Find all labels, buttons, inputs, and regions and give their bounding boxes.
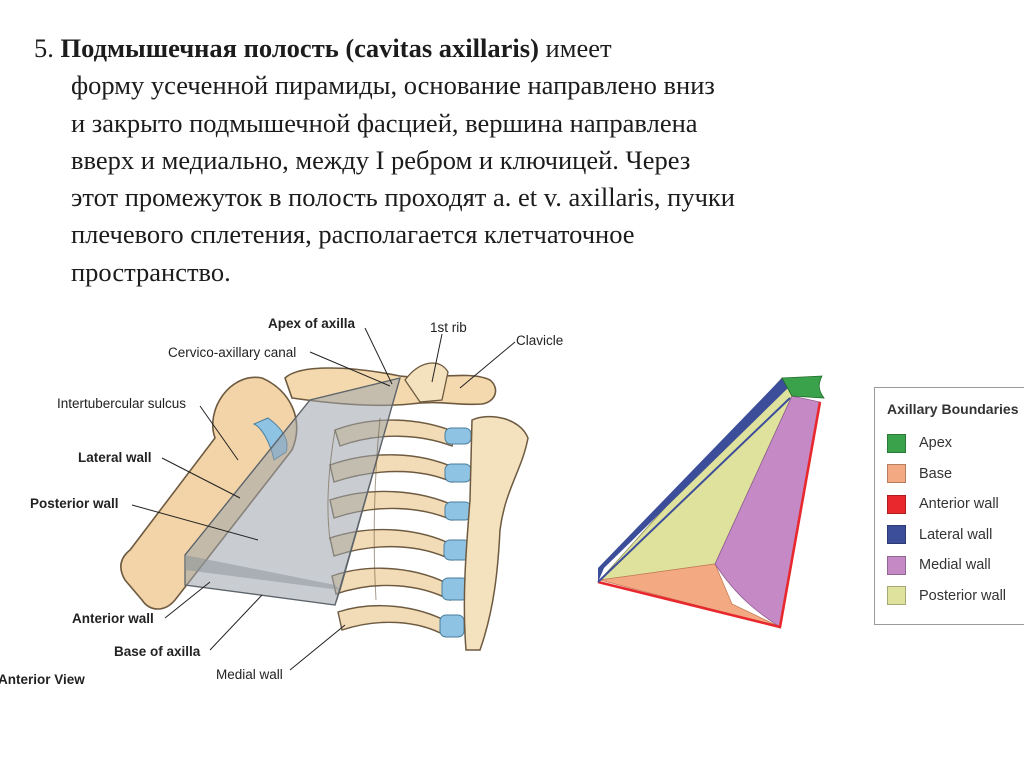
- legend-item: Medial wall: [887, 550, 1006, 581]
- axilla-anatomy-illustration: Apex of axilla 1st rib Clavicle Cervico-…: [0, 300, 600, 685]
- label-posterior-wall: Posterior wall: [30, 496, 119, 511]
- label-medial-wall: Medial wall: [216, 667, 283, 682]
- legend: Axillary Boundaries Apex Base Anterior w…: [874, 387, 1024, 625]
- legend-swatch: [887, 464, 906, 483]
- axilla-pyramid-schematic: [592, 372, 832, 632]
- intro-line: вверх и медиально, между I ребром и ключ…: [34, 142, 994, 179]
- intro-number: 5.: [34, 33, 54, 63]
- label-intertubercular-sulcus: Intertubercular sulcus: [57, 396, 186, 411]
- label-base-of-axilla: Base of axilla: [114, 644, 201, 659]
- label-anterior-view: Anterior View: [0, 672, 85, 685]
- intro-paragraph: 5. Подмышечная полость (cavitas axillari…: [34, 30, 994, 291]
- legend-label: Medial wall: [919, 557, 991, 573]
- legend-label: Apex: [919, 435, 952, 451]
- intro-line-first: 5. Подмышечная полость (cavitas axillari…: [34, 30, 994, 67]
- legend-swatch: [887, 525, 906, 544]
- legend-items: Apex Base Anterior wall Lateral wall Med…: [887, 428, 1006, 611]
- legend-label: Base: [919, 466, 952, 482]
- label-apex-of-axilla: Apex of axilla: [268, 316, 356, 331]
- label-anterior-wall: Anterior wall: [72, 611, 154, 626]
- legend-label: Lateral wall: [919, 527, 992, 543]
- legend-item: Anterior wall: [887, 489, 1006, 520]
- intro-line: пространство.: [34, 254, 994, 291]
- label-first-rib: 1st rib: [430, 320, 467, 335]
- sternum: [464, 417, 528, 650]
- intro-line: форму усеченной пирамиды, основание напр…: [34, 67, 994, 104]
- label-cervico-axillary-canal: Cervico-axillary canal: [168, 345, 296, 360]
- label-lateral-wall: Lateral wall: [78, 450, 152, 465]
- legend-item: Posterior wall: [887, 581, 1006, 612]
- intro-line: и закрыто подмышечной фасцией, вершина н…: [34, 105, 994, 142]
- intro-line: плечевого сплетения, располагается клетч…: [34, 216, 994, 253]
- legend-item: Apex: [887, 428, 1006, 459]
- intro-bold-lead: Подмышечная полость (cavitas axillaris): [61, 33, 539, 63]
- legend-swatch: [887, 495, 906, 514]
- legend-swatch: [887, 556, 906, 575]
- legend-label: Anterior wall: [919, 496, 999, 512]
- legend-swatch: [887, 434, 906, 453]
- intro-line: этот промежуток в полость проходят a. et…: [34, 179, 994, 216]
- legend-title: Axillary Boundaries: [887, 401, 1019, 417]
- intro-first-rest: имеет: [539, 33, 612, 63]
- legend-label: Posterior wall: [919, 588, 1006, 604]
- legend-swatch: [887, 586, 906, 605]
- legend-item: Lateral wall: [887, 520, 1006, 551]
- label-clavicle: Clavicle: [516, 333, 563, 348]
- legend-item: Base: [887, 459, 1006, 490]
